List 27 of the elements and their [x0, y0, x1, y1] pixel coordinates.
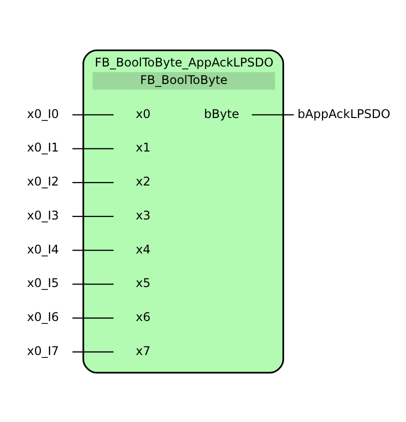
connector: [72, 350, 114, 352]
node-text: x6: [135, 310, 150, 324]
connector: [72, 249, 114, 250]
node-text: x0_I3: [26, 208, 58, 222]
node-text: x0_I0: [26, 106, 58, 120]
node-text: x0_I6: [26, 310, 58, 324]
node-text: bByte: [204, 106, 239, 120]
node-text: x0_I1: [26, 140, 58, 154]
node-text: x0_I4: [26, 242, 58, 256]
connector: [72, 148, 114, 149]
connector: [251, 114, 294, 115]
connector: [72, 317, 114, 318]
node-text: bAppAckLPSDO: [296, 106, 390, 120]
node-text: x0_I7: [26, 343, 58, 358]
connector: [72, 215, 114, 216]
connector: [72, 114, 114, 115]
connector: [72, 283, 114, 284]
node-text: x1: [135, 140, 150, 154]
node-text: x4: [135, 242, 150, 256]
node-text: x0_I5: [26, 276, 58, 290]
node-text: x0: [135, 106, 150, 120]
node-text: x2: [135, 174, 150, 188]
node-text: x7: [135, 343, 150, 358]
node-text: x5: [135, 276, 150, 290]
node-text: x0_I2: [26, 174, 58, 188]
node-text: x3: [135, 208, 150, 222]
connector: [72, 182, 114, 183]
